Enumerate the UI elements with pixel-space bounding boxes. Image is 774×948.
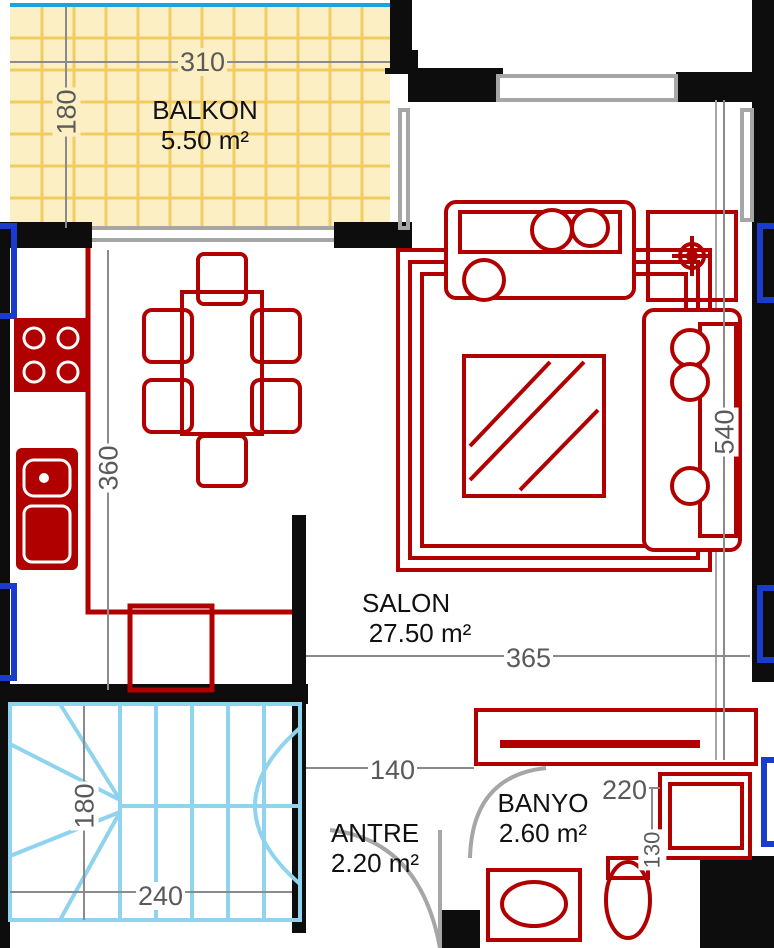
dim-stair-width: 240: [136, 881, 186, 911]
room-label-antre: ANTRE 2.20 m²: [310, 818, 440, 878]
room-label-balkon: BALKON 5.50 m²: [130, 95, 280, 155]
dim-salon-length: 540: [709, 407, 740, 457]
room-name: SALON: [362, 588, 451, 618]
dim-stair-depth: 180: [69, 781, 100, 831]
shower-icon: [658, 772, 752, 860]
sink-icon: [16, 448, 78, 570]
room-label-salon: SALON 27.50 m²: [330, 588, 510, 648]
dim-salon-width: 365: [504, 643, 554, 673]
dining-table: [142, 252, 302, 488]
room-label-banyo: BANYO 2.60 m²: [478, 788, 608, 848]
doors: [329, 766, 547, 948]
dim-banyo-width: 220: [600, 775, 650, 805]
dim-kitchen-length: 360: [93, 443, 124, 493]
dim-balkon-depth: 180: [51, 87, 82, 137]
windows: [0, 223, 774, 847]
dim-banyo-depth: 130: [638, 829, 667, 871]
room-name: ANTRE: [330, 818, 420, 848]
room-name: BANYO: [497, 788, 589, 818]
room-area: 2.20 m²: [330, 848, 420, 878]
room-area: 2.60 m²: [498, 818, 588, 848]
room-area: 5.50 m²: [160, 125, 250, 155]
stove-icon: [14, 318, 90, 392]
dim-balkon-width: 310: [178, 47, 228, 77]
bathroom-counter: [474, 708, 758, 766]
sofa-top: [444, 200, 636, 302]
fireplace-icon: [646, 210, 738, 302]
washbasin-icon: [486, 868, 582, 942]
room-name: BALKON: [152, 95, 258, 125]
room-area: 27.50 m²: [368, 618, 472, 648]
dim-antre-width: 140: [368, 755, 418, 785]
